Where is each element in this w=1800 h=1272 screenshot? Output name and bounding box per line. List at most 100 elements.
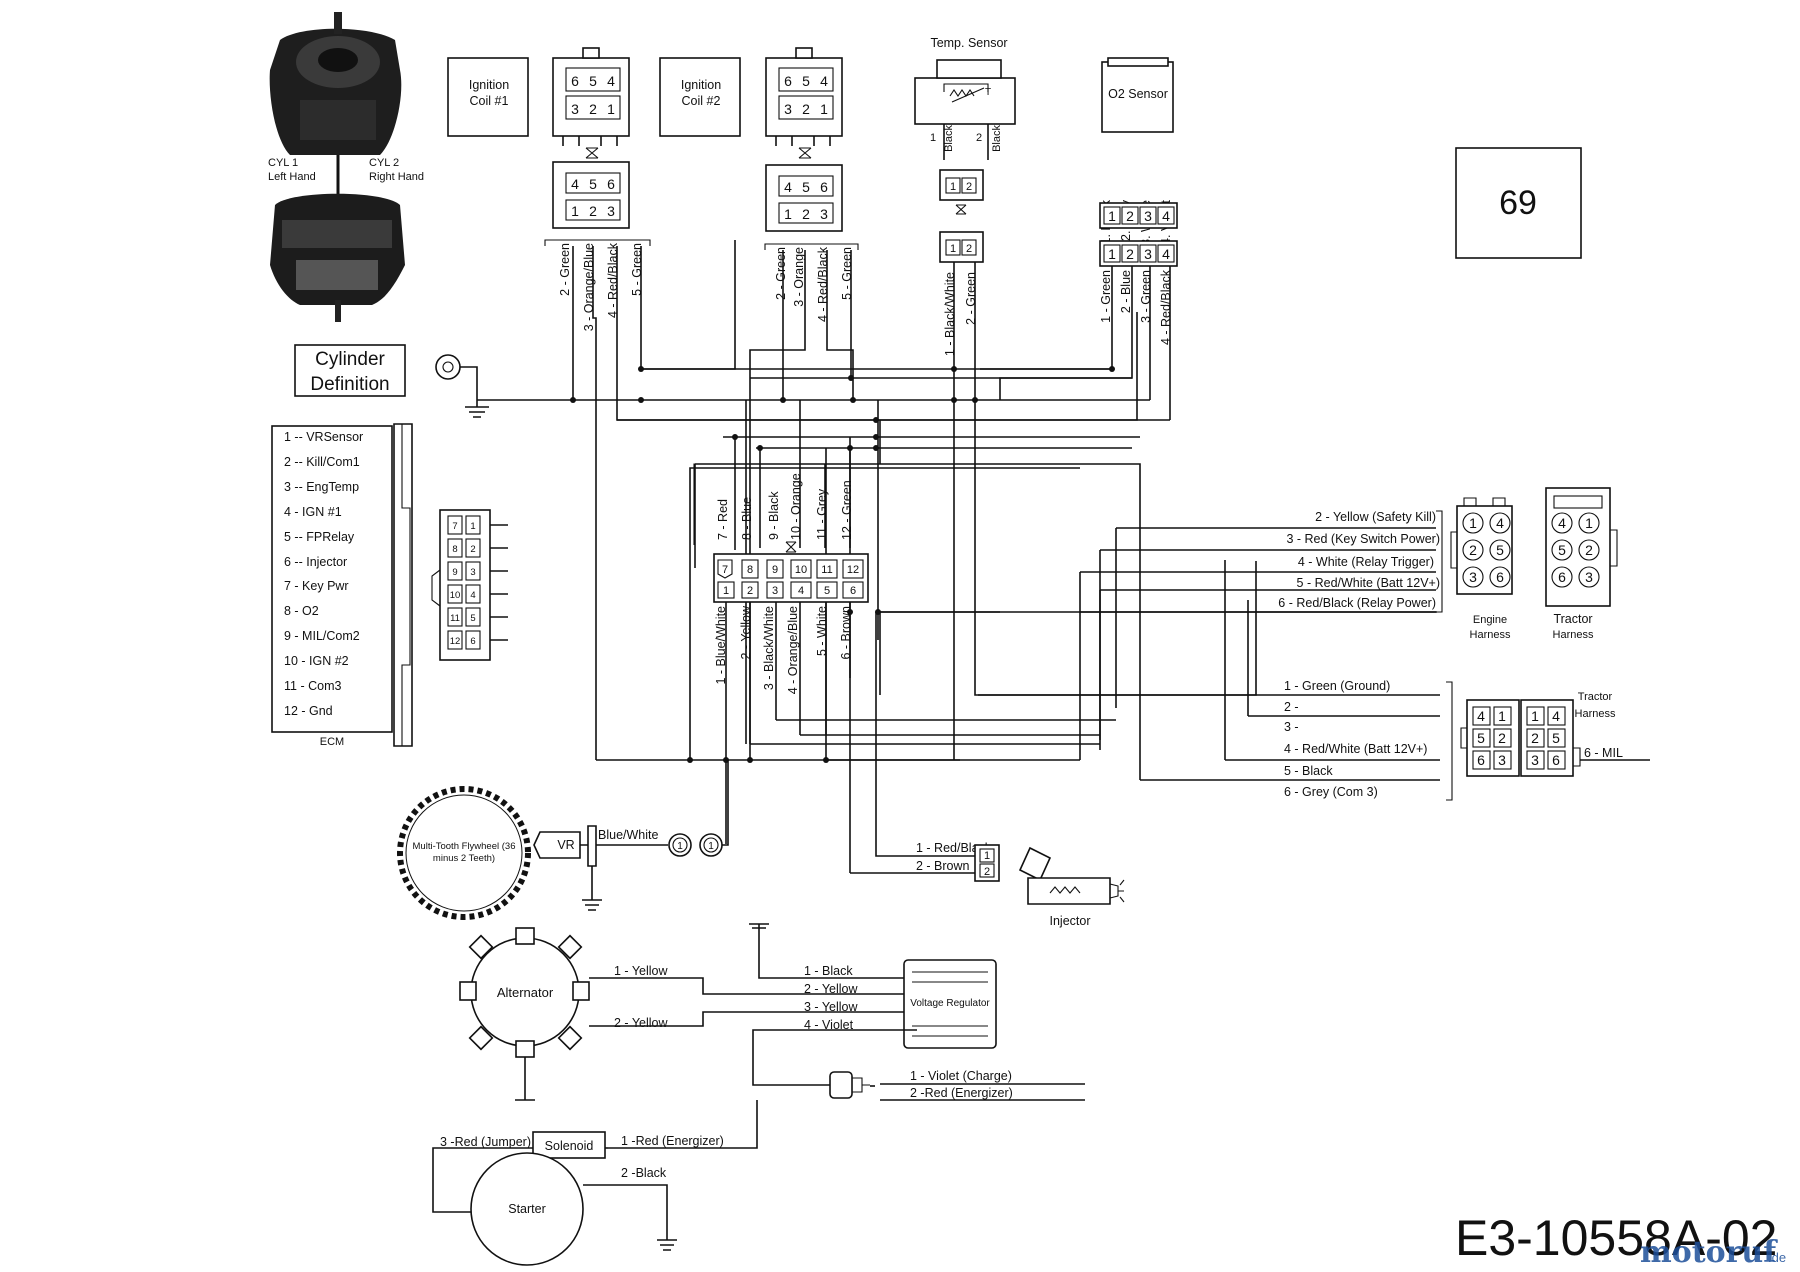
svg-text:3: 3 bbox=[1144, 208, 1152, 224]
svg-text:2: 2 bbox=[966, 243, 972, 255]
svg-text:4 - Red/White (Batt 12V+): 4 - Red/White (Batt 12V+) bbox=[1284, 742, 1427, 756]
svg-text:3: 3 bbox=[607, 203, 615, 219]
svg-text:8: 8 bbox=[452, 544, 457, 555]
svg-text:4: 4 bbox=[820, 73, 828, 89]
svg-text:Black: Black bbox=[991, 125, 1003, 152]
temp-sensor bbox=[914, 77, 1016, 125]
svg-text:10 - IGN #2: 10 - IGN #2 bbox=[284, 654, 349, 668]
vr-wire-label: Blue/White bbox=[598, 828, 658, 842]
energizer-wire-label: 1 -Red (Energizer) bbox=[621, 1134, 724, 1148]
svg-text:1: 1 bbox=[784, 206, 792, 222]
svg-text:6 - Red/Black (Relay Power): 6 - Red/Black (Relay Power) bbox=[1278, 596, 1436, 610]
ecm-side-body bbox=[393, 423, 413, 747]
svg-text:1 - Black/White: 1 - Black/White bbox=[943, 272, 957, 356]
svg-text:6: 6 bbox=[470, 636, 475, 647]
page-number-box bbox=[1455, 147, 1582, 259]
svg-text:4: 4 bbox=[1162, 208, 1170, 224]
svg-text:1: 1 bbox=[820, 101, 828, 117]
svg-text:5 -- FPRelay: 5 -- FPRelay bbox=[284, 530, 355, 544]
flywheel-label-a: Multi-Tooth Flywheel (36 bbox=[413, 841, 516, 852]
svg-text:4 - Violet: 4 - Violet bbox=[804, 1018, 854, 1032]
coil2-label-b: Coil #2 bbox=[682, 94, 721, 108]
cyl2-label: CYL 2 bbox=[369, 157, 399, 169]
svg-text:6: 6 bbox=[1558, 569, 1566, 585]
svg-text:1 - Green (Ground): 1 - Green (Ground) bbox=[1284, 679, 1390, 693]
coil1-label-a: Ignition bbox=[469, 78, 509, 92]
svg-text:1: 1 bbox=[950, 243, 956, 255]
svg-text:3: 3 bbox=[1498, 752, 1506, 768]
svg-text:6: 6 bbox=[1552, 752, 1560, 768]
engine-picture bbox=[269, 12, 405, 322]
flywheel-label-b: minus 2 Teeth) bbox=[433, 853, 495, 864]
svg-text:4 - Red/Black: 4 - Red/Black bbox=[1159, 269, 1173, 345]
svg-text:4: 4 bbox=[571, 176, 579, 192]
svg-text:5: 5 bbox=[1552, 730, 1560, 746]
svg-text:Harness: Harness bbox=[1470, 629, 1511, 641]
svg-text:5: 5 bbox=[470, 613, 475, 624]
svg-text:3: 3 bbox=[784, 101, 792, 117]
regulator-wire-labels: 1 - Black 2 - Yellow 3 - Yellow 4 - Viol… bbox=[804, 964, 858, 1032]
svg-text:2 -- Kill/Com1: 2 -- Kill/Com1 bbox=[284, 455, 360, 469]
svg-text:5: 5 bbox=[1558, 542, 1566, 558]
svg-text:11 - Com3: 11 - Com3 bbox=[284, 679, 341, 693]
svg-text:Black: Black bbox=[943, 125, 955, 152]
cylinder-definition-line1: Cylinder bbox=[315, 349, 385, 370]
svg-text:1: 1 bbox=[1108, 246, 1116, 262]
svg-text:5: 5 bbox=[589, 176, 597, 192]
svg-text:6: 6 bbox=[820, 179, 828, 195]
svg-text:2: 2 bbox=[802, 206, 810, 222]
svg-text:1 -- VRSensor: 1 -- VRSensor bbox=[284, 430, 363, 444]
svg-text:2: 2 bbox=[1531, 730, 1539, 746]
starter bbox=[470, 1131, 606, 1266]
charge-wire2-label: 2 -Red (Energizer) bbox=[910, 1086, 1013, 1100]
svg-text:1: 1 bbox=[950, 181, 956, 193]
svg-text:1: 1 bbox=[1585, 515, 1593, 531]
cylinder-definition-box bbox=[294, 344, 406, 397]
coil1-connector bbox=[552, 57, 630, 137]
flywheel bbox=[397, 786, 531, 920]
page-number: 69 bbox=[1499, 184, 1537, 222]
svg-text:1 - Blue/White: 1 - Blue/White bbox=[714, 606, 728, 685]
cyl1-label: CYL 1 bbox=[268, 157, 298, 169]
svg-text:1: 1 bbox=[1498, 708, 1506, 724]
tractor-harness-connector-2b bbox=[1520, 699, 1574, 777]
svg-text:8 - O2: 8 - O2 bbox=[284, 604, 319, 618]
svg-text:6: 6 bbox=[607, 176, 615, 192]
injector-wire2-label: 2 - Brown bbox=[916, 859, 970, 873]
svg-text:3: 3 bbox=[1469, 569, 1477, 585]
ignition-coil-1 bbox=[447, 57, 529, 137]
junction-dots bbox=[570, 366, 1115, 763]
svg-text:11 - Grey: 11 - Grey bbox=[815, 488, 829, 540]
svg-text:2: 2 bbox=[802, 101, 810, 117]
svg-text:4: 4 bbox=[1477, 708, 1485, 724]
svg-text:7: 7 bbox=[722, 564, 728, 576]
svg-text:3 - Black/White: 3 - Black/White bbox=[762, 606, 776, 690]
svg-text:6 -- Injector: 6 -- Injector bbox=[284, 555, 347, 569]
svg-text:7 - Key Pwr: 7 - Key Pwr bbox=[284, 579, 349, 593]
svg-text:5: 5 bbox=[589, 73, 597, 89]
svg-text:3 -: 3 - bbox=[1284, 720, 1299, 734]
svg-text:1 - Green: 1 - Green bbox=[1099, 270, 1113, 323]
svg-text:3: 3 bbox=[1585, 569, 1593, 585]
svg-text:12 - Gnd: 12 - Gnd bbox=[284, 704, 333, 718]
svg-text:2: 2 bbox=[1498, 730, 1506, 746]
svg-text:Engine: Engine bbox=[1473, 614, 1507, 626]
solenoid-label: Solenoid bbox=[545, 1139, 594, 1153]
svg-text:11: 11 bbox=[450, 613, 460, 624]
svg-text:10 - Orange: 10 - Orange bbox=[789, 473, 803, 540]
svg-text:9 - Black: 9 - Black bbox=[767, 491, 781, 540]
svg-text:5 - Red/White (Batt 12V+): 5 - Red/White (Batt 12V+) bbox=[1297, 576, 1440, 590]
alt-wire1-label: 1 - Yellow bbox=[614, 964, 668, 978]
part-number: E3-10558A-02 bbox=[1455, 1210, 1777, 1266]
svg-text:4 - Red/Black: 4 - Red/Black bbox=[606, 242, 620, 318]
jumper-wire-label: 3 -Red (Jumper) bbox=[440, 1135, 531, 1149]
cyl2-side: Right Hand bbox=[369, 171, 424, 183]
svg-text:5 - White: 5 - White bbox=[815, 606, 829, 656]
svg-text:12 - Green: 12 - Green bbox=[840, 480, 854, 540]
temp-sensor-title: Temp. Sensor bbox=[930, 36, 1007, 50]
svg-text:6 - Grey (Com 3): 6 - Grey (Com 3) bbox=[1284, 785, 1378, 799]
starter-ground-label: 2 -Black bbox=[621, 1166, 667, 1180]
cylinder-definition-line2: Definition bbox=[310, 374, 389, 395]
svg-text:5: 5 bbox=[802, 179, 810, 195]
svg-text:1: 1 bbox=[723, 585, 729, 597]
